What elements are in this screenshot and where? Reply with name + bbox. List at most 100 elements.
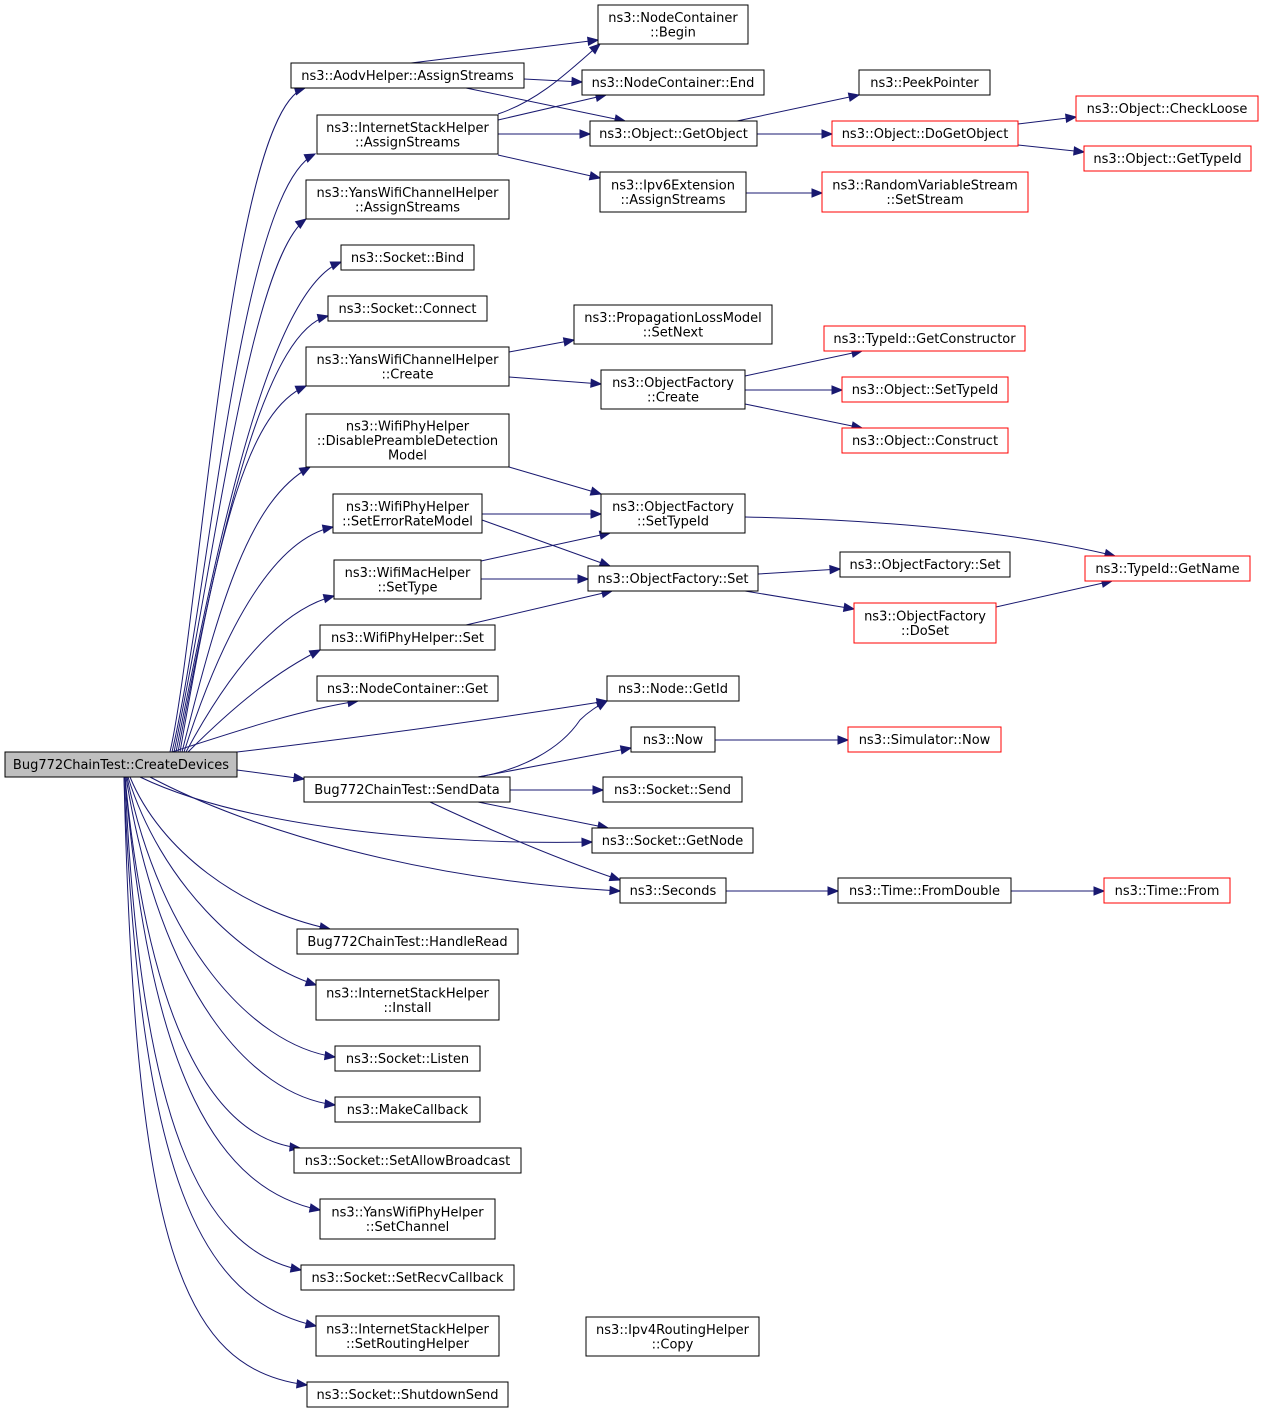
node-box[interactable]: [589, 120, 758, 147]
node-senddata[interactable]: Bug772ChainTest::SendData: [303, 776, 511, 803]
node-box[interactable]: [300, 1264, 515, 1291]
node-box[interactable]: [334, 1096, 481, 1123]
node-box[interactable]: [303, 776, 511, 803]
node-box[interactable]: [619, 877, 727, 904]
node-nc-end[interactable]: ns3::NodeContainer::End: [581, 69, 765, 96]
node-box[interactable]: [306, 1381, 509, 1408]
node-box[interactable]: [305, 413, 510, 468]
node-ywch-as[interactable]: ns3::YansWifiChannelHelper::AssignStream…: [305, 179, 510, 220]
node-box[interactable]: [591, 827, 754, 854]
node-box[interactable]: [853, 602, 997, 644]
node-node-getid[interactable]: ns3::Node::GetId: [606, 675, 740, 702]
node-time-fromdouble[interactable]: ns3::Time::FromDouble: [837, 877, 1012, 904]
node-of-set2[interactable]: ns3::ObjectFactory::Set: [839, 551, 1011, 578]
node-of-settypeid[interactable]: ns3::ObjectFactory::SetTypeId: [600, 493, 746, 534]
node-box[interactable]: [600, 493, 746, 534]
node-box[interactable]: [1083, 145, 1252, 172]
node-box[interactable]: [597, 4, 749, 45]
node-box[interactable]: [333, 559, 482, 600]
node-sock-src[interactable]: ns3::Socket::SetRecvCallback: [300, 1264, 515, 1291]
node-sock-send[interactable]: ns3::Socket::Send: [602, 776, 743, 803]
node-of-create[interactable]: ns3::ObjectFactory::Create: [600, 369, 746, 410]
node-box[interactable]: [305, 179, 510, 220]
node-box[interactable]: [585, 1316, 760, 1357]
node-sock-bind[interactable]: ns3::Socket::Bind: [340, 244, 475, 271]
node-box[interactable]: [315, 1315, 500, 1357]
node-box[interactable]: [1075, 95, 1259, 122]
node-box[interactable]: [858, 69, 991, 96]
node-sock-shutdown[interactable]: ns3::Socket::ShutdownSend: [306, 1381, 509, 1408]
node-box[interactable]: [305, 346, 510, 387]
node-ish-as[interactable]: ns3::InternetStackHelper::AssignStreams: [316, 114, 499, 155]
node-box[interactable]: [573, 304, 773, 345]
node-sim-now[interactable]: ns3::Simulator::Now: [847, 726, 1002, 753]
node-box[interactable]: [290, 62, 525, 89]
node-root[interactable]: Bug772ChainTest::CreateDevices: [4, 751, 238, 778]
node-box[interactable]: [630, 726, 716, 753]
node-sock-getnode[interactable]: ns3::Socket::GetNode: [591, 827, 754, 854]
node-rvs-setstream[interactable]: ns3::RandomVariableStream::SetStream: [821, 171, 1029, 213]
node-nc-get[interactable]: ns3::NodeContainer::Get: [316, 675, 499, 702]
node-box[interactable]: [334, 1045, 481, 1072]
node-box[interactable]: [847, 726, 1002, 753]
node-seconds[interactable]: ns3::Seconds: [619, 877, 727, 904]
node-obj-construct[interactable]: ns3::Object::Construct: [841, 427, 1009, 454]
node-box[interactable]: [296, 928, 519, 955]
node-obj-settypeid[interactable]: ns3::Object::SetTypeId: [841, 376, 1009, 403]
node-ywph-setchannel[interactable]: ns3::YansWifiPhyHelper::SetChannel: [319, 1198, 496, 1240]
node-box[interactable]: [4, 751, 238, 778]
node-plm-setnext[interactable]: ns3::PropagationLossModel::SetNext: [573, 304, 773, 345]
node-box[interactable]: [315, 979, 500, 1021]
node-wph-dpdm[interactable]: ns3::WifiPhyHelper::DisablePreambleDetec…: [305, 413, 510, 468]
node-box[interactable]: [821, 171, 1029, 213]
node-wph-set[interactable]: ns3::WifiPhyHelper::Set: [319, 624, 496, 651]
node-box[interactable]: [319, 624, 496, 651]
node-sock-listen[interactable]: ns3::Socket::Listen: [334, 1045, 481, 1072]
node-box[interactable]: [332, 493, 483, 534]
node-wph-serm[interactable]: ns3::WifiPhyHelper::SetErrorRateModel: [332, 493, 483, 534]
node-box[interactable]: [831, 120, 1019, 147]
node-box[interactable]: [841, 376, 1009, 403]
node-box[interactable]: [606, 675, 740, 702]
node-obj-getobject[interactable]: ns3::Object::GetObject: [589, 120, 758, 147]
node-box[interactable]: [340, 244, 475, 271]
node-ish-install[interactable]: ns3::InternetStackHelper::Install: [315, 979, 500, 1021]
node-tid-getname[interactable]: ns3::TypeId::GetName: [1084, 555, 1251, 582]
node-makecallback[interactable]: ns3::MakeCallback: [334, 1096, 481, 1123]
node-handleread[interactable]: Bug772ChainTest::HandleRead: [296, 928, 519, 955]
node-box[interactable]: [839, 551, 1011, 578]
node-box[interactable]: [1084, 555, 1251, 582]
node-box[interactable]: [316, 675, 499, 702]
node-box[interactable]: [316, 114, 499, 155]
node-box[interactable]: [319, 1198, 496, 1240]
node-wmh-settype[interactable]: ns3::WifiMacHelper::SetType: [333, 559, 482, 600]
node-obj-dogetobject[interactable]: ns3::Object::DoGetObject: [831, 120, 1019, 147]
node-sock-connect[interactable]: ns3::Socket::Connect: [327, 295, 488, 322]
node-box[interactable]: [602, 776, 743, 803]
node-tid-getctor[interactable]: ns3::TypeId::GetConstructor: [823, 325, 1026, 352]
node-nc-begin[interactable]: ns3::NodeContainer::Begin: [597, 4, 749, 45]
node-box[interactable]: [293, 1147, 522, 1174]
node-of-doset[interactable]: ns3::ObjectFactory::DoSet: [853, 602, 997, 644]
node-box[interactable]: [600, 369, 746, 410]
node-sock-sab[interactable]: ns3::Socket::SetAllowBroadcast: [293, 1147, 522, 1174]
node-of-set[interactable]: ns3::ObjectFactory::Set: [587, 565, 759, 592]
node-box[interactable]: [823, 325, 1026, 352]
node-time-from[interactable]: ns3::Time::From: [1103, 877, 1231, 904]
node-box[interactable]: [581, 69, 765, 96]
node-obj-checkloose[interactable]: ns3::Object::CheckLoose: [1075, 95, 1259, 122]
node-ipv6ext-as[interactable]: ns3::Ipv6Extension::AssignStreams: [599, 171, 747, 213]
node-box[interactable]: [599, 171, 747, 213]
node-box[interactable]: [327, 295, 488, 322]
node-ywch-create[interactable]: ns3::YansWifiChannelHelper::Create: [305, 346, 510, 387]
node-ipv4rh-copy[interactable]: ns3::Ipv4RoutingHelper::Copy: [585, 1316, 760, 1357]
node-ish-srh[interactable]: ns3::InternetStackHelper::SetRoutingHelp…: [315, 1315, 500, 1357]
node-box[interactable]: [837, 877, 1012, 904]
node-obj-gettypeid[interactable]: ns3::Object::GetTypeId: [1083, 145, 1252, 172]
node-aodv[interactable]: ns3::AodvHelper::AssignStreams: [290, 62, 525, 89]
node-now[interactable]: ns3::Now: [630, 726, 716, 753]
node-box[interactable]: [1103, 877, 1231, 904]
node-peekpointer[interactable]: ns3::PeekPointer: [858, 69, 991, 96]
node-box[interactable]: [841, 427, 1009, 454]
node-box[interactable]: [587, 565, 759, 592]
